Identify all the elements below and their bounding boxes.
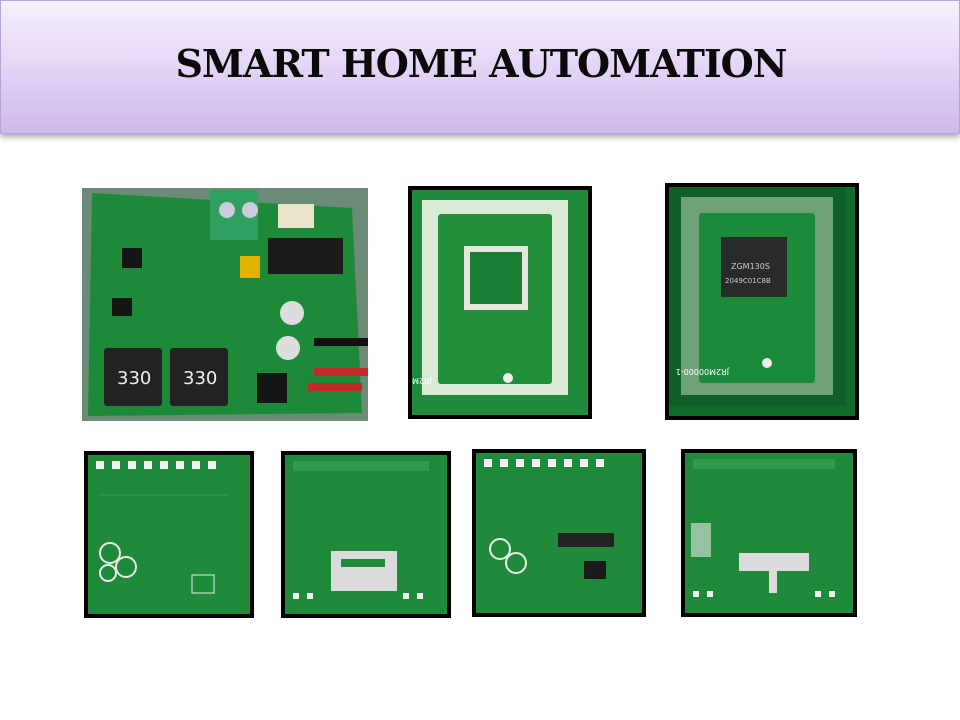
relay-board-bare-3-photo [681, 449, 857, 617]
chip-code: 2049C01C8B [725, 277, 771, 285]
inductor-label-1: 330 [117, 368, 151, 389]
inductor-label-2: 330 [183, 368, 217, 389]
slide-title: SMART HOME AUTOMATION [175, 41, 787, 86]
relay-board-populated-photo [472, 449, 646, 617]
power-board-photo: 330 330 [82, 188, 368, 421]
chip-model: ZGM130S [731, 262, 770, 271]
zigbee-module-bare-photo: JR2M00000-1 [408, 186, 592, 419]
zigbee-module-chip-photo: ZGM130S 2049C01C8B JR2M00000-1 [665, 183, 859, 420]
module-marking: JR2M00000-1 [412, 376, 433, 385]
relay-board-bare-2-photo [281, 451, 451, 618]
relay-board-bare-1-photo [84, 451, 254, 618]
module-marking-2: JR2M00000-1 [676, 367, 730, 376]
title-banner: SMART HOME AUTOMATION [0, 0, 960, 134]
